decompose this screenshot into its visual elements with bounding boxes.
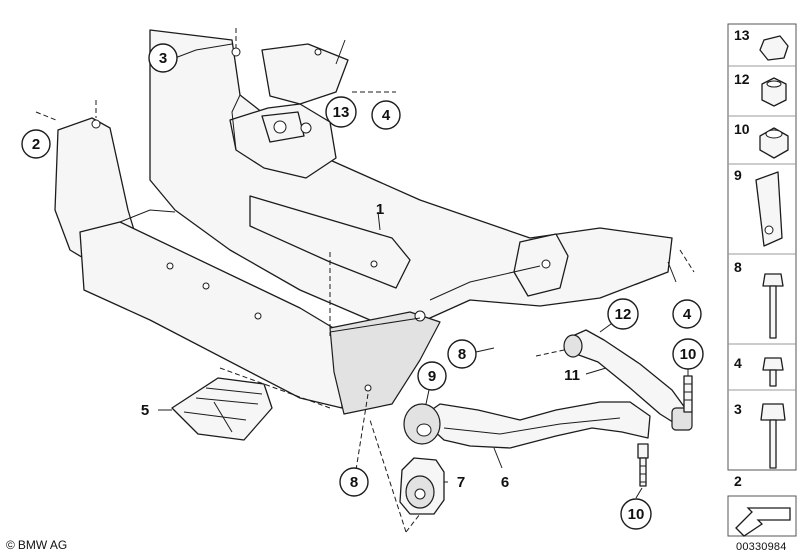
svg-text:2: 2 [32, 136, 40, 153]
svg-text:3: 3 [734, 401, 742, 417]
svg-text:9: 9 [734, 167, 742, 183]
callout-4-top: 4 [371, 100, 401, 130]
legend-panel: 13 12 10 9 8 4 [727, 23, 797, 537]
copyright-brand: © BMW AG [6, 538, 67, 552]
svg-text:7: 7 [457, 474, 465, 491]
svg-text:12: 12 [615, 306, 632, 323]
svg-text:6: 6 [501, 474, 509, 491]
callout-13: 13 [325, 96, 357, 128]
svg-text:4: 4 [683, 306, 692, 323]
callout-4-right: 4 [672, 299, 702, 329]
wishbone-lower-control-arm [403, 401, 651, 449]
svg-text:1: 1 [376, 201, 384, 218]
svg-text:2: 2 [734, 473, 742, 489]
callout-2: 2 [21, 129, 51, 159]
callout-12: 12 [607, 298, 639, 330]
legend-item-12: 12 [734, 71, 787, 107]
legend-item-2: 2 [734, 473, 742, 489]
callout-9: 9 [417, 361, 447, 391]
svg-text:4: 4 [382, 107, 391, 124]
ball-joint-bolt-upper [683, 375, 693, 413]
callout-10-upper: 10 [672, 338, 704, 370]
legend-item-9: 9 [734, 167, 783, 247]
svg-text:4: 4 [734, 355, 742, 371]
svg-text:9: 9 [428, 368, 436, 385]
svg-text:8: 8 [350, 474, 358, 491]
leader-lines [35, 28, 695, 533]
callout-11: 11 [564, 367, 580, 384]
rubber-mount-loose [399, 457, 445, 515]
svg-text:13: 13 [333, 104, 350, 121]
callout-1: 1 [376, 201, 384, 218]
copyright-symbol: © [6, 538, 15, 552]
callout-5: 5 [141, 402, 149, 419]
legend-item-3: 3 [734, 401, 786, 469]
svg-text:5: 5 [141, 402, 149, 419]
svg-text:11: 11 [564, 367, 580, 384]
callout-10-lower: 10 [620, 498, 652, 530]
callout-6: 6 [501, 474, 509, 491]
legend-item-8: 8 [734, 259, 784, 339]
brand-name: BMW AG [17, 538, 68, 552]
svg-text:8: 8 [458, 346, 466, 363]
callout-7: 7 [457, 474, 465, 491]
front-axle-subframe [54, 29, 673, 415]
svg-text:10: 10 [628, 506, 645, 523]
legend-item-13: 13 [734, 27, 789, 61]
svg-text:12: 12 [734, 71, 750, 87]
svg-text:13: 13 [734, 27, 750, 43]
callout-8-mid: 8 [447, 339, 477, 369]
direction-arrow-icon [727, 495, 797, 537]
underbody-guard-plate [171, 377, 273, 441]
legend-item-4: 4 [734, 355, 784, 387]
tension-strut-with-rubber-mount [563, 329, 693, 431]
svg-text:10: 10 [734, 121, 750, 137]
ball-joint-bolt-lower [637, 443, 649, 487]
callout-8-left: 8 [339, 467, 369, 497]
diagram-number: 00330984 [736, 541, 787, 553]
svg-text:3: 3 [159, 50, 167, 67]
svg-text:8: 8 [734, 259, 742, 275]
legend-item-10: 10 [734, 121, 789, 159]
svg-text:10: 10 [680, 346, 697, 363]
callout-3: 3 [148, 43, 178, 73]
